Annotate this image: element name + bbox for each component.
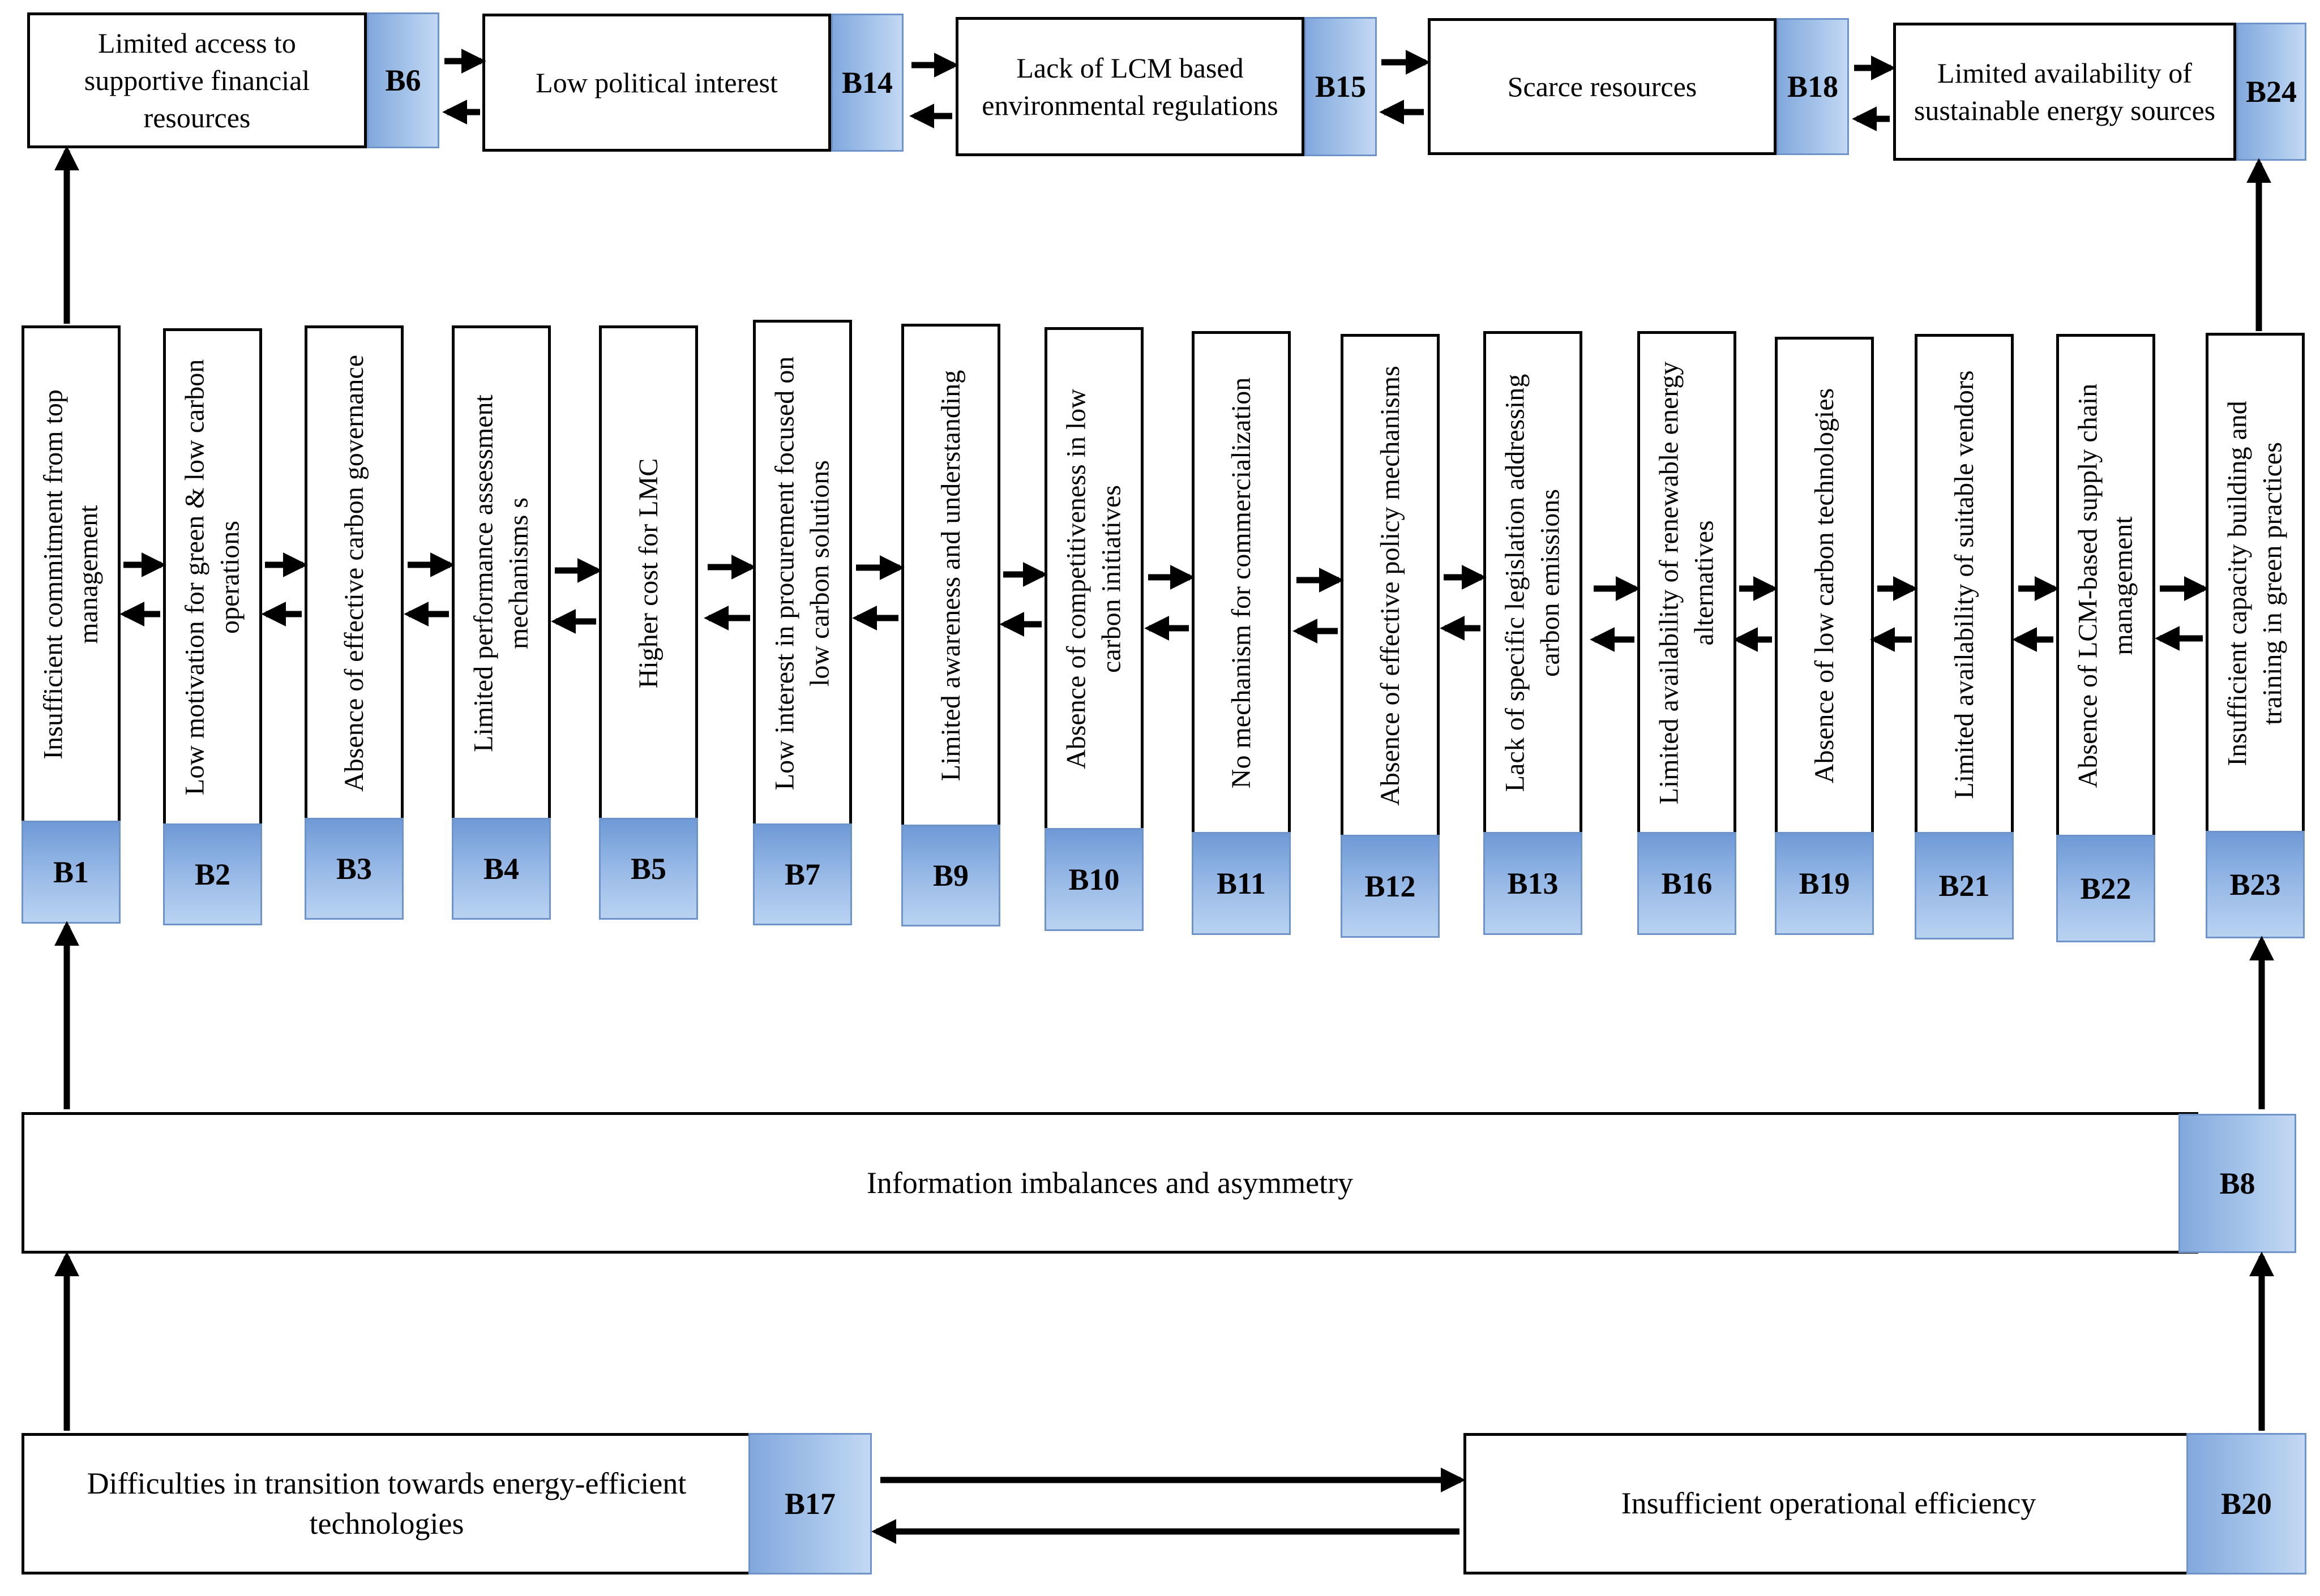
barrier-id-b8: B8 [2178, 1114, 2296, 1253]
barrier-box-b4: Limited performance assessment mechanism… [452, 325, 551, 821]
barrier-id-b2: B2 [163, 823, 262, 925]
barrier-id-b11: B11 [1192, 832, 1291, 935]
barrier-box-b20: Insufficient operational efficiency [1463, 1433, 2194, 1574]
barrier-text-b15: Lack of LCM based environmental regulati… [982, 52, 1278, 121]
barrier-box-b18: Scarce resources [1428, 18, 1777, 155]
barrier-id-b15: B15 [1304, 17, 1377, 156]
barrier-id-b18: B18 [1777, 18, 1849, 155]
barrier-id-b3: B3 [305, 818, 404, 920]
barrier-box-b24: Limited availability of sustainable ener… [1893, 23, 2236, 161]
barrier-id-b16: B16 [1637, 832, 1736, 935]
barrier-id-b6: B6 [367, 12, 439, 148]
barrier-id-b10: B10 [1045, 828, 1144, 931]
barrier-box-b6: Limited access to supportive financial r… [27, 12, 367, 148]
barrier-box-b2: Low motivation for green & low carbon op… [163, 328, 262, 826]
barrier-box-b11: No mechanism for commercialization [1192, 331, 1291, 835]
barrier-box-b21: Limited availability of suitable vendors [1915, 334, 2014, 835]
barrier-text-b17: Difficulties in transition towards energ… [87, 1466, 687, 1541]
barrier-box-b14: Low political interest [482, 14, 831, 152]
barrier-id-b5: B5 [599, 818, 698, 920]
barrier-box-b8: Information imbalances and asymmetry [22, 1112, 2198, 1254]
barrier-box-b12: Absence of effective policy mechanisms [1341, 334, 1440, 838]
barrier-id-b21: B21 [1915, 832, 2014, 939]
barrier-text-b24: Limited availability of sustainable ener… [1914, 57, 2216, 126]
barrier-text-b6: Limited access to supportive financial r… [84, 27, 310, 134]
barrier-id-b7: B7 [753, 823, 852, 925]
barrier-id-b13: B13 [1483, 832, 1582, 935]
barrier-box-b15: Lack of LCM based environmental regulati… [956, 17, 1304, 156]
barrier-id-b12: B12 [1341, 835, 1440, 938]
barrier-id-b19: B19 [1775, 832, 1874, 935]
barrier-text-b8: Information imbalances and asymmetry [866, 1166, 1354, 1200]
barrier-box-b5: Higher cost for LMC [599, 325, 698, 821]
barrier-text-b20: Insufficient operational efficiency [1621, 1486, 2036, 1521]
barrier-id-b22: B22 [2056, 835, 2155, 942]
barrier-id-b14: B14 [831, 14, 904, 152]
barrier-box-b9: Limited awareness and understanding [901, 324, 1000, 827]
barrier-id-b9: B9 [901, 825, 1000, 926]
barrier-box-b3: Absence of effective carbon governance [305, 325, 404, 821]
barrier-box-b1: Insufficient commitment from top managem… [22, 325, 121, 823]
barrier-box-b17: Difficulties in transition towards energ… [22, 1433, 752, 1574]
barrier-id-b24: B24 [2236, 23, 2306, 161]
barrier-id-b4: B4 [452, 818, 551, 920]
barrier-id-b20: B20 [2186, 1433, 2306, 1574]
barrier-text-b14: Low political interest [536, 67, 778, 98]
barrier-box-b22: Absence of LCM-based supply chain manage… [2056, 334, 2155, 838]
barrier-id-b17: B17 [748, 1433, 872, 1574]
barrier-text-b18: Scarce resources [1507, 71, 1697, 102]
